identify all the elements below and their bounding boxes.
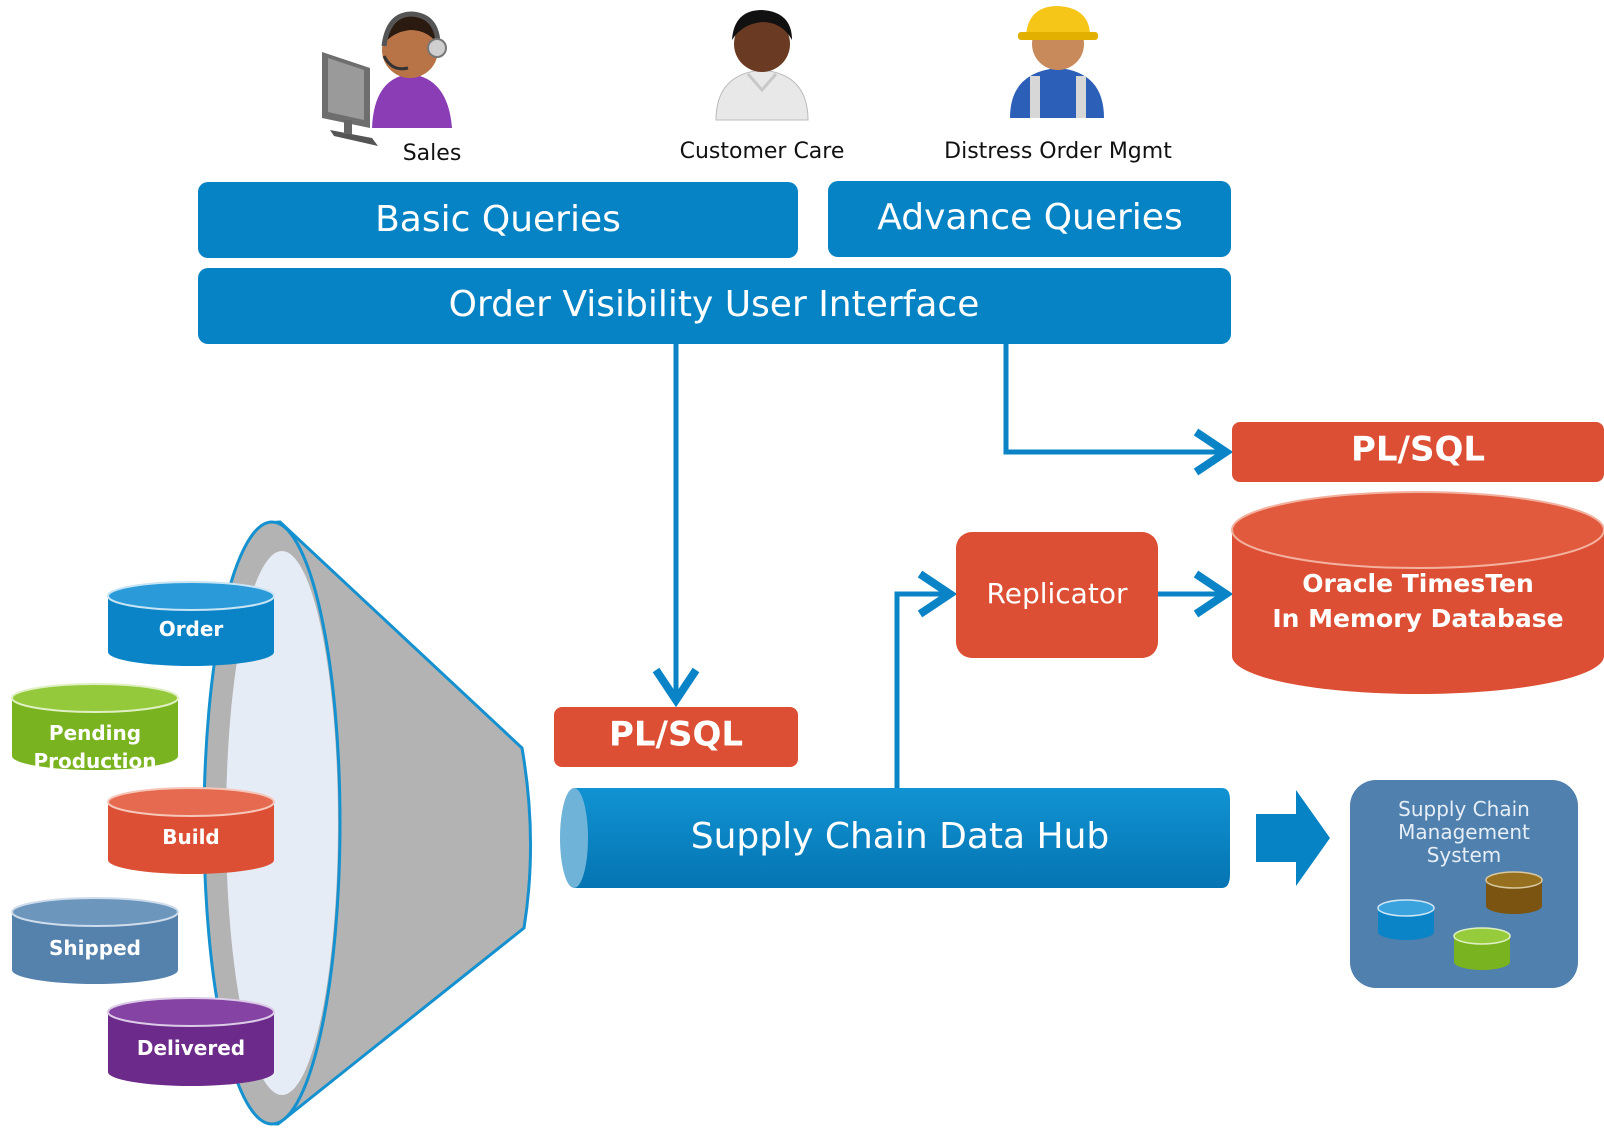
source-order-label: Order	[159, 617, 224, 641]
advance-queries-box[interactable]: Advance Queries	[828, 181, 1231, 257]
customer-care-person-icon	[715, 10, 809, 121]
plsql-hub-box[interactable]: PL/SQL	[554, 707, 798, 767]
data-hub-label: Supply Chain Data Hub	[691, 816, 1110, 857]
replicator-label: Replicator	[987, 577, 1128, 610]
advance-queries-label: Advance Queries	[877, 197, 1182, 238]
scm-label-line3: System	[1427, 843, 1502, 867]
order-visibility-ui-box[interactable]: Order Visibility User Interface	[198, 268, 1231, 344]
source-delivered-label: Delivered	[137, 1036, 245, 1060]
scm-label-line1: Supply Chain	[1398, 797, 1530, 821]
replicator-box[interactable]: Replicator	[956, 532, 1158, 658]
connector-ui-to-timesten-plsql	[1003, 344, 1234, 476]
scm-db-cylinder-brown	[1485, 871, 1543, 914]
timesten-label-line2: In Memory Database	[1272, 604, 1563, 633]
order-visibility-ui-label: Order Visibility User Interface	[449, 284, 980, 325]
scm-system-panel[interactable]: Supply Chain Management System	[1350, 780, 1578, 988]
basic-queries-box[interactable]: Basic Queries	[198, 182, 798, 258]
persona-label-distress-order-mgmt: Distress Order Mgmt	[944, 139, 1172, 164]
block-arrow-to-scm	[1256, 790, 1330, 886]
persona-label-customer-care: Customer Care	[680, 139, 845, 164]
source-pending-label-line2: Production	[33, 749, 156, 773]
source-build-db[interactable]: Build	[107, 787, 275, 874]
source-delivered-db[interactable]: Delivered	[107, 997, 275, 1086]
persona-label-sales: Sales	[403, 141, 462, 166]
plsql-hub-label: PL/SQL	[609, 715, 743, 755]
plsql-timesten-label: PL/SQL	[1351, 430, 1485, 470]
scm-db-cylinder-blue	[1377, 899, 1435, 940]
worker-hardhat-icon	[1010, 6, 1104, 118]
source-shipped-label: Shipped	[49, 936, 141, 960]
source-build-label: Build	[162, 825, 220, 849]
sales-agent-headset-icon	[322, 11, 452, 146]
source-pending-label-line1: Pending	[49, 721, 141, 745]
scm-db-cylinder-green	[1453, 927, 1511, 970]
timesten-label-line1: Oracle TimesTen	[1302, 569, 1534, 598]
basic-queries-label: Basic Queries	[375, 199, 621, 240]
connector-hub-to-replicator	[894, 570, 958, 788]
source-shipped-db[interactable]: Shipped	[11, 897, 179, 984]
timesten-database[interactable]: Oracle TimesTen In Memory Database	[1231, 491, 1604, 694]
persona-customer-care: Customer Care	[680, 10, 845, 164]
persona-distress-order: Distress Order Mgmt	[944, 6, 1172, 164]
scm-label-line2: Management	[1398, 820, 1530, 844]
source-pending-production-db[interactable]: Pending Production	[11, 683, 179, 773]
source-order-db[interactable]: Order	[107, 581, 275, 666]
plsql-timesten-box[interactable]: PL/SQL	[1232, 422, 1604, 482]
persona-sales: Sales	[322, 11, 462, 166]
supply-chain-data-hub[interactable]: Supply Chain Data Hub	[560, 788, 1230, 888]
